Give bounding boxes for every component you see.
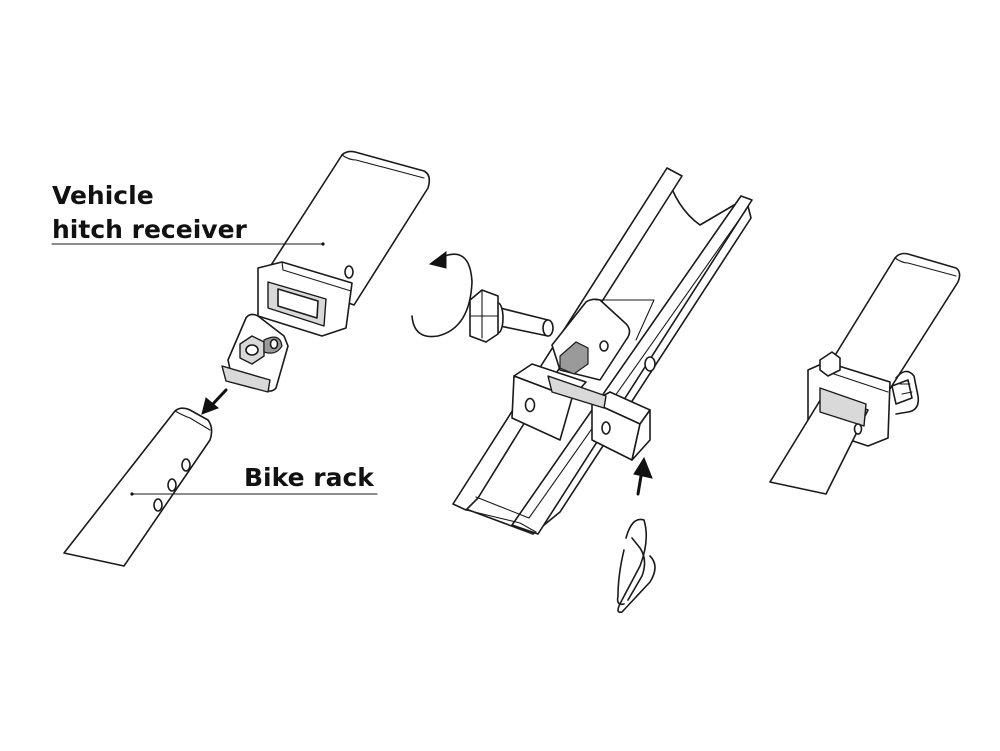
assembled-hitch-receiver	[769, 252, 961, 495]
hitch-receiver-label-line-2: hitch receiver	[52, 215, 248, 244]
bike-rack-tube	[63, 407, 213, 567]
vehicle-hitch-receiver-tube	[257, 150, 431, 337]
down-left-arrow-icon	[201, 388, 228, 415]
bike-rack-label: Bike rack	[244, 463, 375, 492]
hitch-pin-clip	[616, 518, 656, 614]
receiver-leader-line	[51, 242, 325, 246]
bolt-with-nut	[469, 289, 554, 343]
vehicle-label-line-1: Vehicle	[52, 181, 154, 210]
bike-rack-leader-line	[130, 492, 378, 496]
rotation-arrow-icon	[411, 251, 473, 338]
anti-rattle-bracket-installed	[547, 298, 655, 409]
up-arrow-icon	[633, 456, 653, 496]
clamping-plate-block-right	[591, 356, 656, 461]
anti-rattle-bracket-left	[221, 313, 289, 393]
